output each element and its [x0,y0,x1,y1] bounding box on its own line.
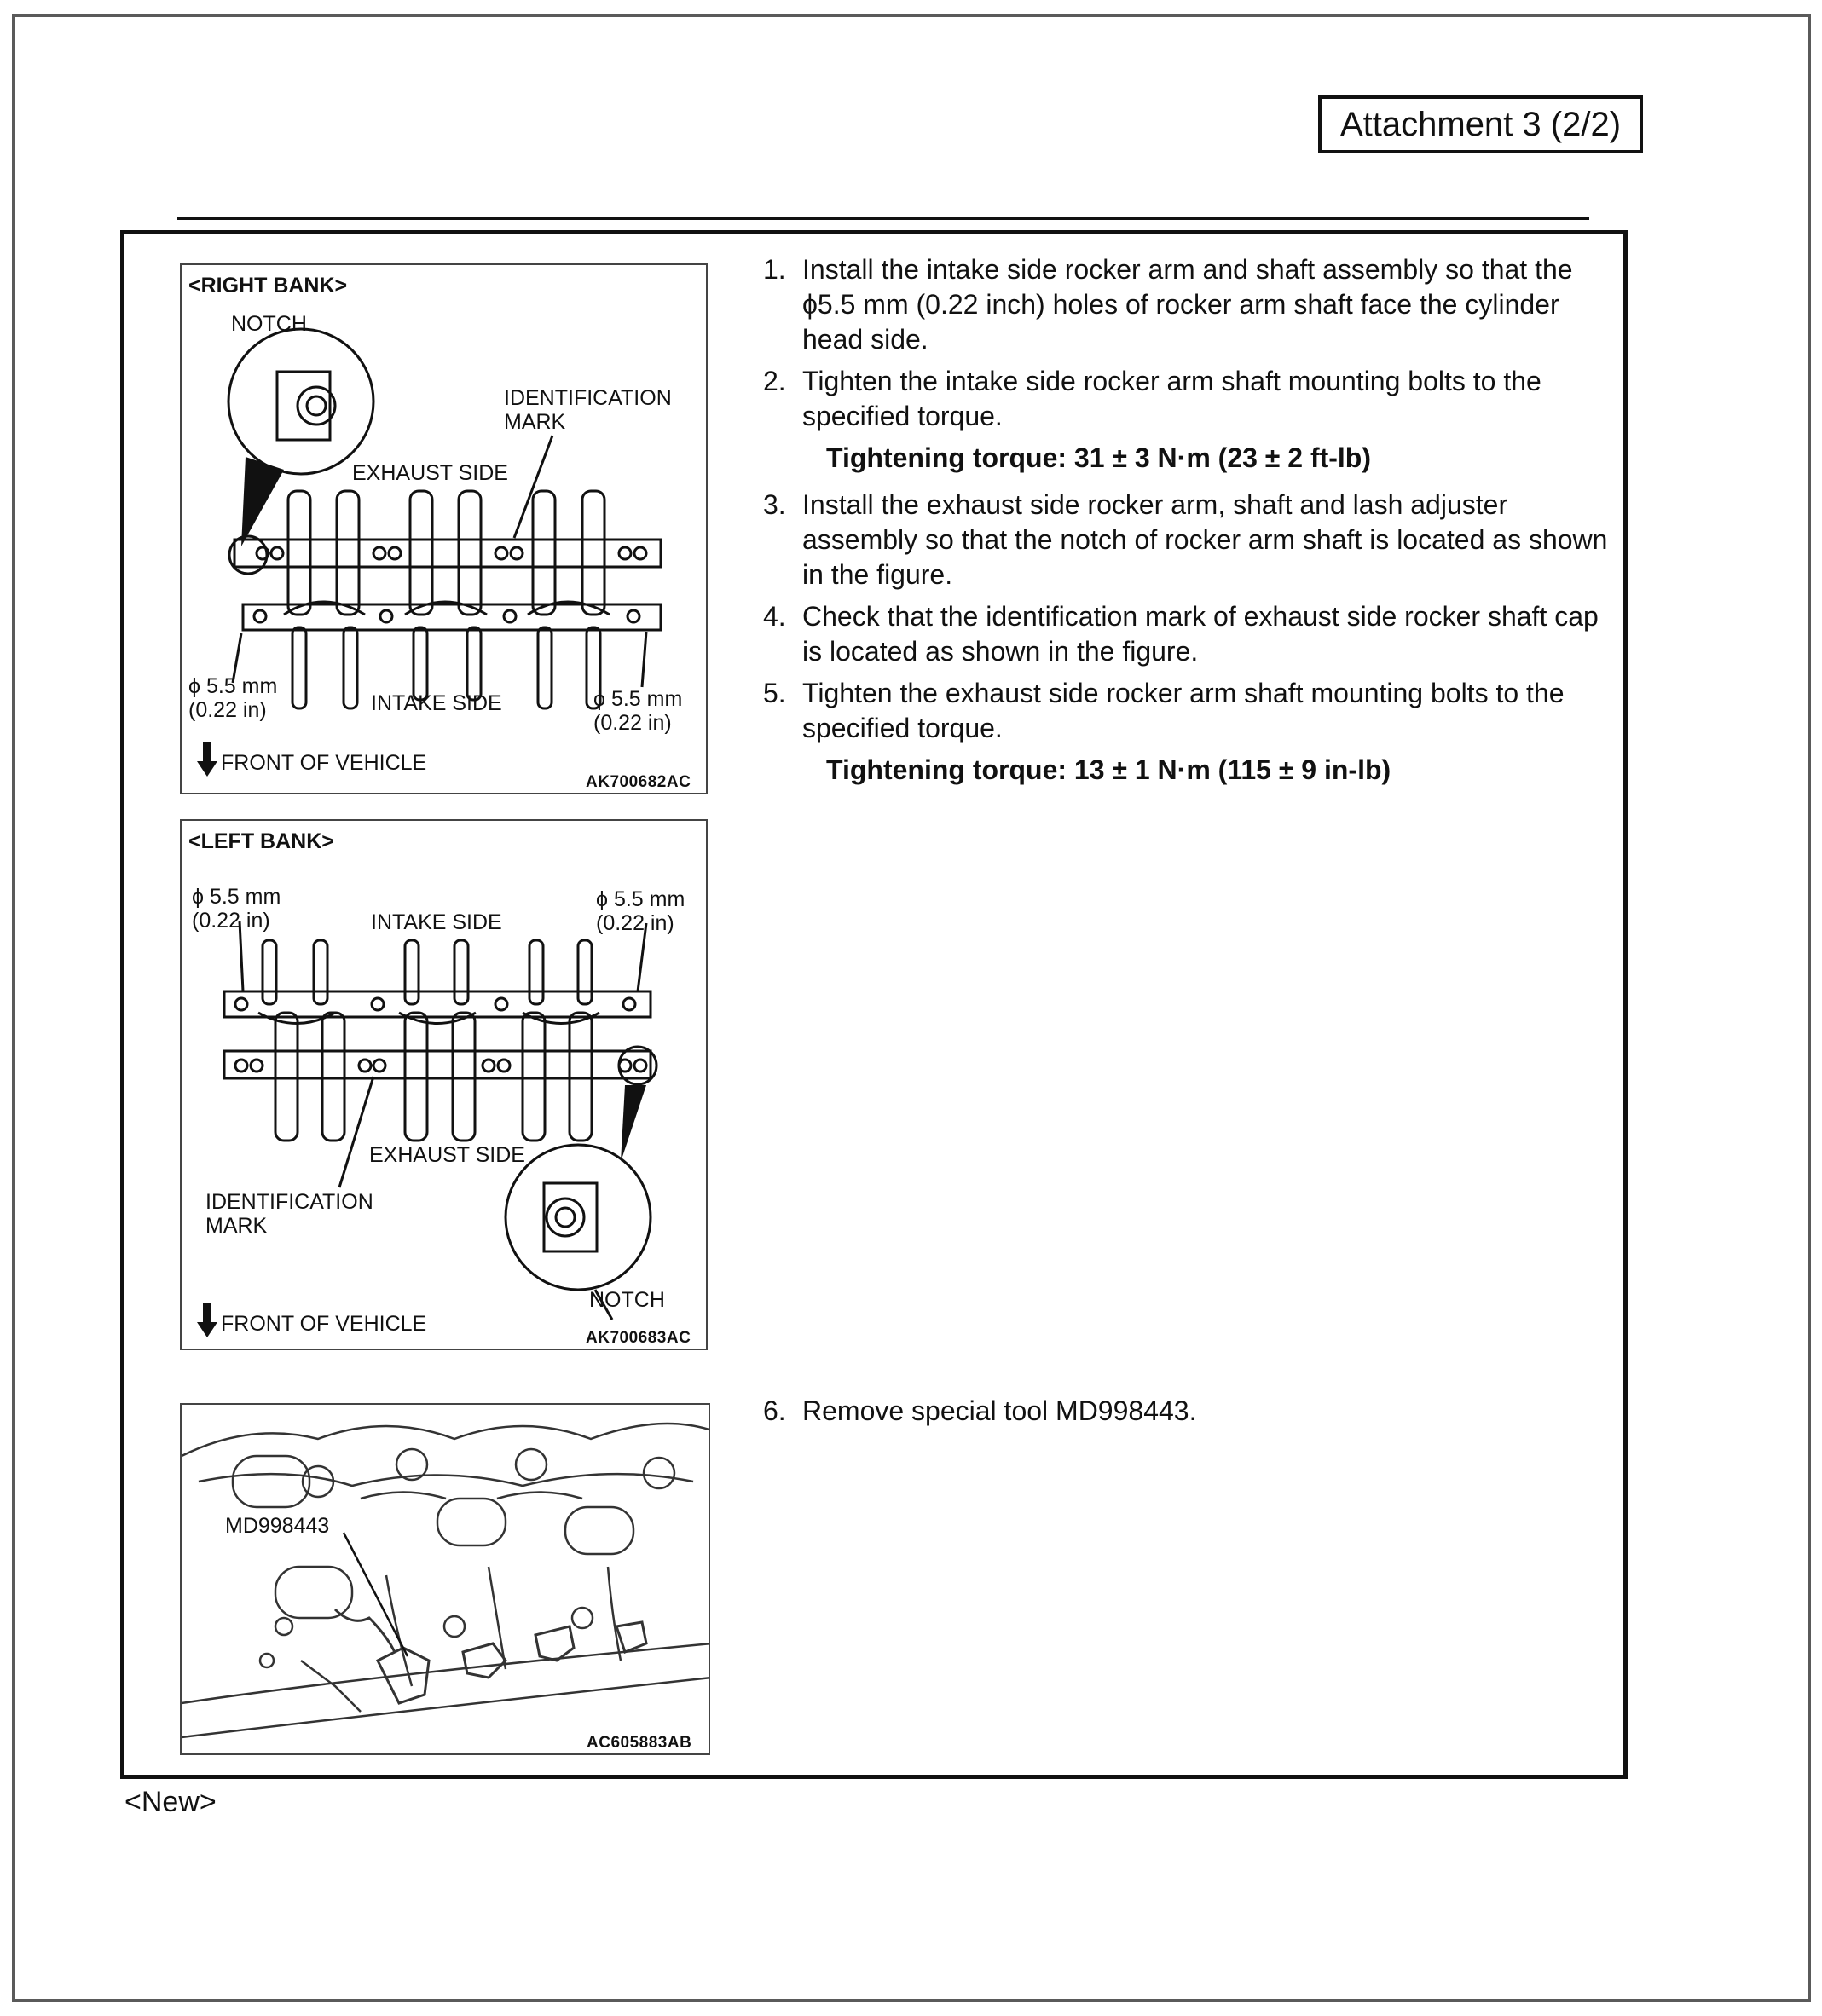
page-border [12,14,1811,2002]
step-number: 3. [763,489,786,520]
step-text: Check that the identification mark of ex… [802,601,1599,667]
step-6: 6. Remove special tool MD998443. [763,1394,1616,1429]
procedure-steps: 1. Install the intake side rocker arm an… [763,252,1616,800]
step-2-torque: Tightening torque: 31 ± 3 N·m (23 ± 2 ft… [826,442,1371,473]
step-number: 4. [763,601,786,632]
figure-right-bank: <RIGHT BANK> NOTCH IDENTIFICATION MARK E… [180,263,708,794]
left-bank-title: <LEFT BANK> [188,829,334,853]
step-text: Install the intake side rocker arm and s… [802,254,1573,355]
right-bank-notch-label: NOTCH [231,312,307,336]
left-bank-intake-side-label: INTAKE SIDE [371,910,502,934]
left-bank-notch-label: NOTCH [589,1288,665,1312]
special-tool-label: MD998443 [223,1514,333,1538]
step-number: 2. [763,366,786,396]
right-bank-front-label: FRONT OF VEHICLE [221,751,427,775]
step-1: 1. Install the intake side rocker arm an… [763,252,1616,357]
figure-special-tool: MD998443 AC605883AB [180,1403,710,1755]
left-bank-exhaust-side-label: EXHAUST SIDE [369,1143,525,1167]
right-bank-drawing [197,327,662,777]
right-bank-identification-mark-label: IDENTIFICATION MARK [504,386,672,434]
step-text: Remove special tool MD998443. [802,1395,1197,1426]
figure-left-bank: <LEFT BANK> ϕ 5.5 mm (0.22 in) INTAKE SI… [180,819,708,1350]
step-5: 5. Tighten the exhaust side rocker arm s… [763,676,1616,746]
step-text: Install the exhaust side rocker arm, sha… [802,489,1608,590]
new-label: <New> [124,1786,217,1818]
step-4: 4. Check that the identification mark of… [763,599,1616,669]
left-bank-drawing [197,921,658,1337]
special-tool-drawing [182,1422,709,1739]
step-number: 6. [763,1395,786,1426]
left-bank-figure-code: AK700683AC [586,1329,691,1347]
step-text: Tighten the exhaust side rocker arm shaf… [802,678,1565,743]
header-rule [177,217,1589,220]
left-bank-hole-left-label: ϕ 5.5 mm (0.22 in) [192,885,281,933]
attachment-label: Attachment 3 (2/2) [1318,95,1643,153]
step-3: 3. Install the exhaust side rocker arm, … [763,488,1616,592]
right-bank-hole-left-label: ϕ 5.5 mm (0.22 in) [188,674,278,722]
right-bank-figure-code: AK700682AC [586,773,691,791]
step-number: 1. [763,254,786,285]
procedure-box [120,230,1628,1779]
right-bank-hole-right-label: ϕ 5.5 mm (0.22 in) [593,687,683,735]
right-bank-exhaust-side-label: EXHAUST SIDE [352,461,508,485]
step-5-torque: Tightening torque: 13 ± 1 N·m (115 ± 9 i… [826,754,1391,785]
step-2: 2. Tighten the intake side rocker arm sh… [763,364,1616,434]
left-bank-hole-right-label: ϕ 5.5 mm (0.22 in) [596,887,685,935]
step-number: 5. [763,678,786,708]
right-bank-intake-side-label: INTAKE SIDE [371,691,502,715]
special-tool-figure-code: AC605883AB [585,1734,694,1753]
right-bank-title: <RIGHT BANK> [188,274,348,297]
left-bank-identification-mark-label: IDENTIFICATION MARK [205,1190,373,1238]
step-text: Tighten the intake side rocker arm shaft… [802,366,1541,431]
left-bank-front-label: FRONT OF VEHICLE [221,1312,427,1336]
